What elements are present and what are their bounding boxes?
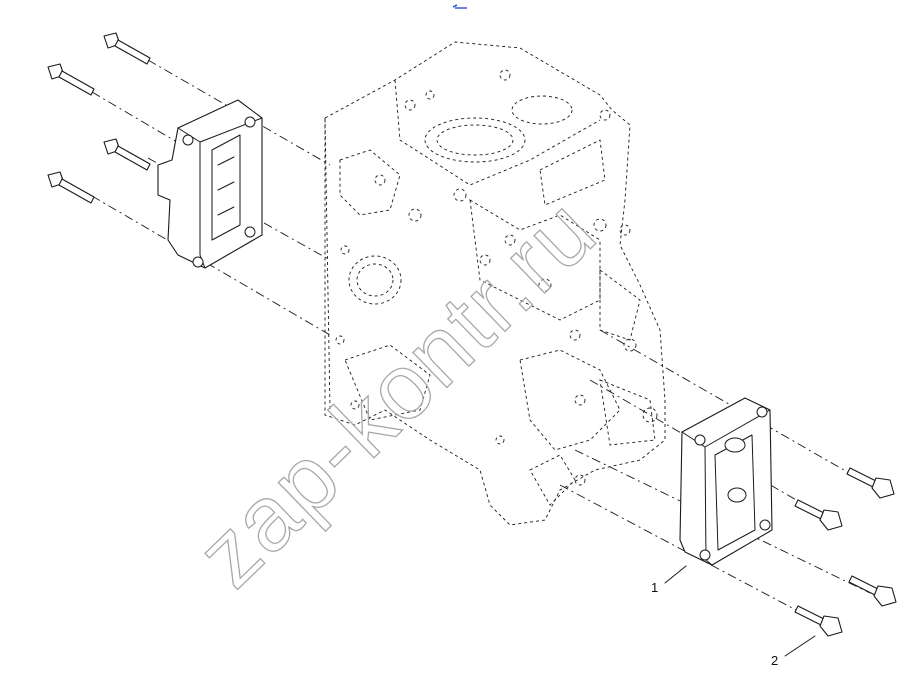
callout-2-label: 2 [771, 653, 778, 668]
bolt-right-1 [846, 467, 895, 499]
bolt-left-3 [103, 138, 151, 171]
bolt-left-4 [47, 171, 95, 204]
left-mounting-bracket [157, 99, 263, 269]
callout-2: 2 [771, 635, 816, 668]
header-mark [452, 4, 467, 9]
bolt-right-2 [794, 499, 843, 531]
bolt-left-1 [103, 32, 151, 65]
callout-1: 1 [651, 565, 687, 595]
bolt-right-3 [848, 575, 897, 607]
engine-block [324, 41, 666, 526]
bolt-right-4 [794, 605, 843, 637]
right-mounting-bracket [679, 397, 773, 566]
callout-1-label: 1 [651, 580, 658, 595]
bolt-left-2 [47, 63, 95, 96]
